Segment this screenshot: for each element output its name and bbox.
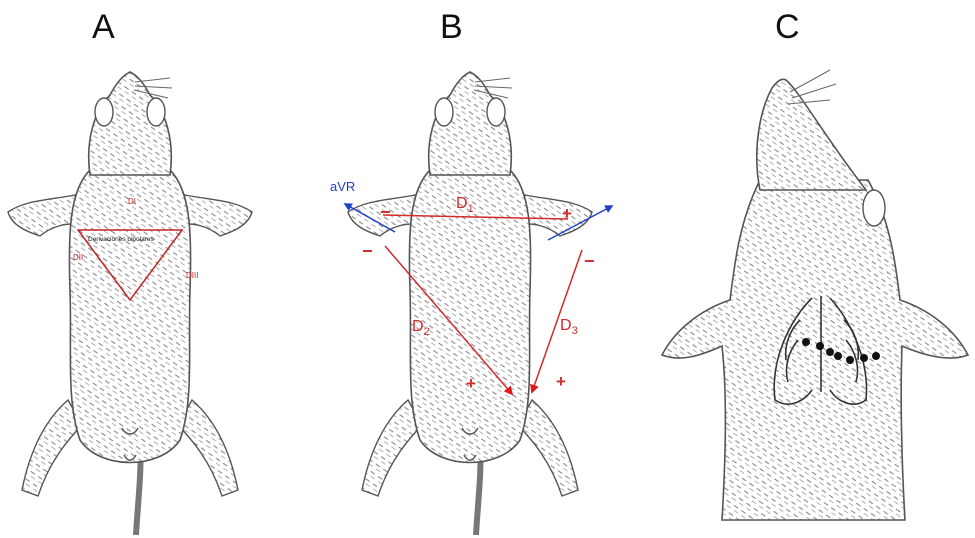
plus-sign-d2: + — [466, 374, 476, 393]
rat-illustration-b — [348, 72, 592, 535]
plus-sign-d1: + — [562, 204, 572, 223]
triangle-caption: Derivaciones bipolares — [88, 236, 155, 243]
plus-sign-d3: + — [556, 372, 566, 391]
avr-label: aVR — [330, 179, 355, 194]
minus-sign-d1: − — [380, 202, 391, 222]
rat-illustration-a — [8, 72, 252, 535]
lead-label-di: DI — [128, 197, 136, 206]
lead-d3-arrow — [532, 250, 582, 392]
minus-sign-d3: − — [584, 251, 595, 271]
lead-label-dii: DII — [73, 253, 83, 262]
rat-illustration-c — [662, 70, 968, 520]
lead-d3-label: D3 — [560, 317, 578, 337]
lead-label-diii: DIII — [186, 271, 198, 280]
minus-sign-d2: − — [362, 241, 373, 261]
